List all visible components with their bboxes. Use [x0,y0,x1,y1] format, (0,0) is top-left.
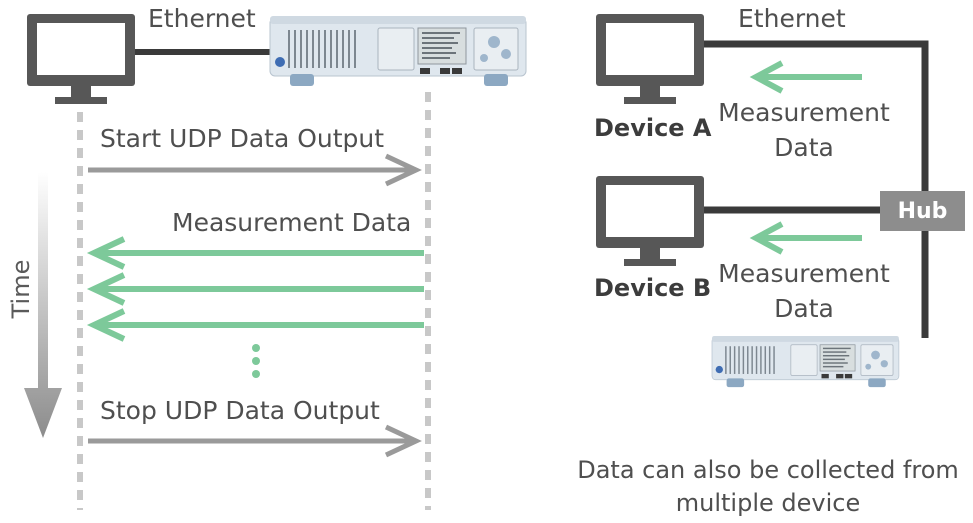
device-a-label: Device A [594,114,712,142]
measurement-a-line1: Measurement [718,98,890,127]
device-b-label: Device B [594,274,712,302]
measurement-data-label: Measurement Data [172,208,412,237]
measurement-b-line1: Measurement [718,259,890,288]
ethernet-label-right: Ethernet [738,4,846,33]
monitor-icon [27,14,135,104]
measurement-arrow [86,308,424,342]
stop-arrow [88,424,422,458]
ethernet-label-left: Ethernet [148,4,256,33]
measurement-arrow [86,236,424,270]
time-arrow-icon [24,172,62,438]
ethernet-cable [704,40,929,338]
monitor-icon [596,176,704,266]
monitor-icon [596,14,704,104]
measurement-b-line2: Data [774,294,834,323]
time-label: Time [7,259,35,319]
instrument-icon [269,15,527,87]
start-udp-label: Start UDP Data Output [100,124,385,153]
caption-line1: Data can also be collected from [577,456,959,484]
continuation-dots [252,344,260,378]
left-arrow-icon [749,60,862,94]
measurement-a-line2: Data [774,133,834,162]
measurement-arrow [86,272,424,306]
caption-line2: multiple device [675,489,861,517]
instrument-icon [711,335,900,388]
start-arrow [88,153,422,187]
stop-udp-label: Stop UDP Data Output [100,396,380,425]
left-arrow-icon [749,221,862,255]
hub-box: Hub [880,191,965,231]
